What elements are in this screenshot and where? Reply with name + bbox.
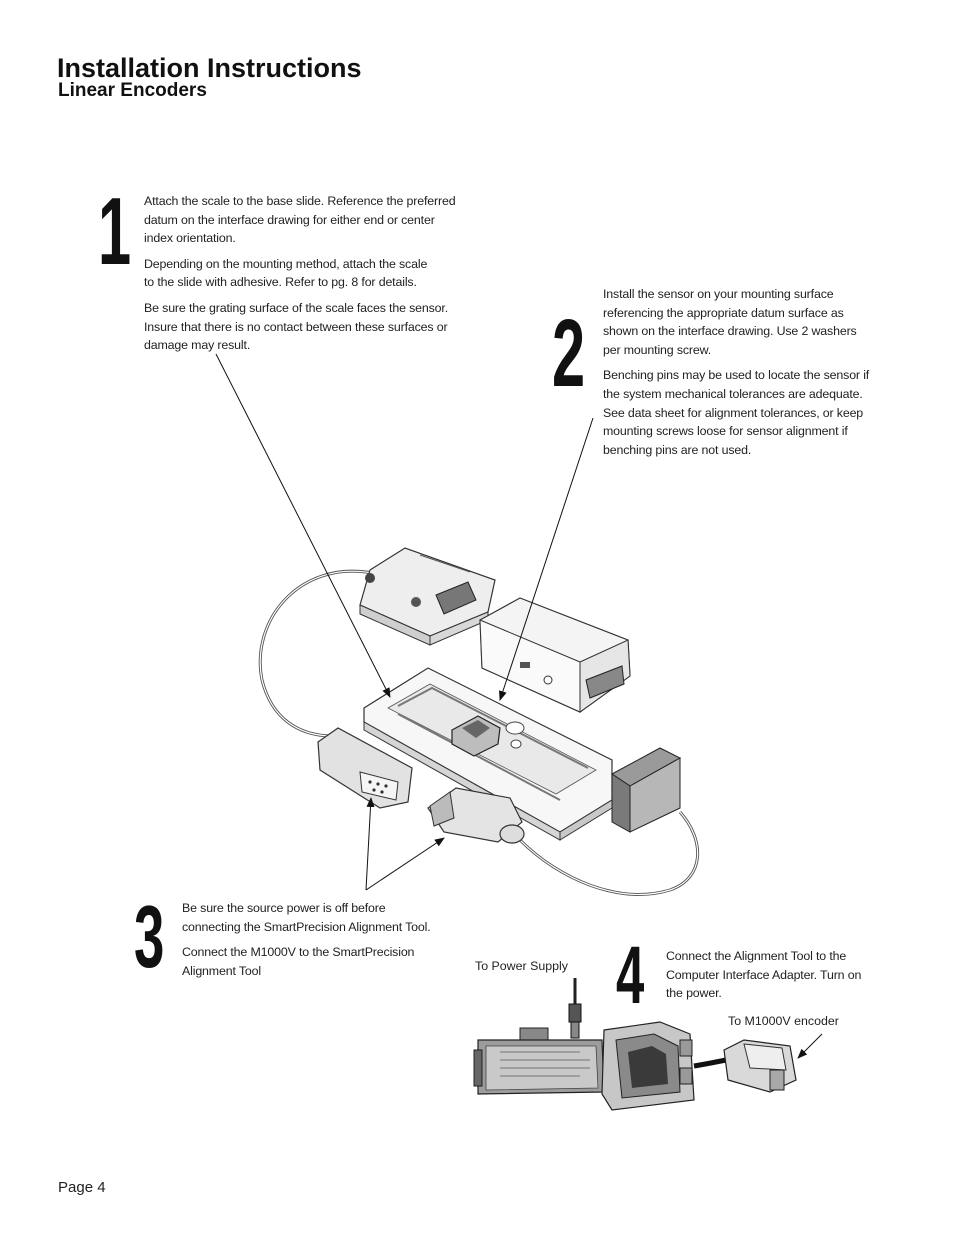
step-2-arrow — [499, 417, 594, 701]
step-1-paragraph-3: Be sure the grating surface of the scale… — [144, 300, 449, 353]
end-block-icon — [611, 747, 682, 833]
page-title: Installation Instructions — [57, 53, 362, 83]
step-1-arrow — [215, 353, 391, 698]
smartprecision-alignment-tool-icon — [601, 1021, 695, 1111]
encoder-cable — [693, 1057, 727, 1069]
step-4-number: 4 — [616, 930, 645, 1021]
step-4-paragraph-1: Connect the Alignment Tool to the Comput… — [666, 949, 862, 1001]
power-supply-label: To Power Supply — [475, 959, 568, 973]
dsub-connector-encoder-icon — [723, 1039, 797, 1093]
encoder-label: To M1000V encoder — [728, 1014, 839, 1028]
step-1-number: 1 — [98, 178, 132, 285]
step-3-text: Be sure the source power is off before c… — [182, 899, 444, 987]
step-3-number: 3 — [134, 887, 165, 986]
computer-interface-adapter-icon — [473, 1027, 605, 1095]
step-1-text: Attach the scale to the base slide. Refe… — [144, 192, 462, 362]
step-1-paragraph-1: Attach the scale to the base slide. Refe… — [144, 194, 456, 246]
dsub-connector-left-icon — [317, 727, 413, 809]
power-plug-icon — [568, 978, 582, 1039]
step-4-text: Connect the Alignment Tool to the Comput… — [666, 947, 872, 1010]
base-slide-icon — [363, 667, 613, 841]
encoder-arrow — [797, 1033, 823, 1059]
alignment-tool-connector-icon — [427, 787, 525, 844]
step-1-paragraph-2: Depending on the mounting method, attach… — [144, 256, 428, 290]
step-3-paragraph-2: Connect the M1000V to the SmartPrecision… — [182, 945, 415, 978]
step-2-number: 2 — [552, 300, 586, 407]
sensor-head-icon — [359, 547, 496, 646]
page-subtitle: Linear Encoders — [58, 80, 207, 101]
interface-box-icon — [479, 597, 631, 713]
page-number: Page 4 — [58, 1179, 106, 1196]
step-2-paragraph-2: Benching pins may be used to locate the … — [603, 368, 870, 457]
step-3-paragraph-1: Be sure the source power is off before c… — [182, 901, 431, 934]
step-2-text: Install the sensor on your mounting surf… — [603, 285, 875, 466]
step-3-arrow-a — [365, 797, 375, 891]
step-3-arrow-b — [365, 837, 445, 891]
step-2-paragraph-1: Install the sensor on your mounting surf… — [603, 287, 857, 357]
